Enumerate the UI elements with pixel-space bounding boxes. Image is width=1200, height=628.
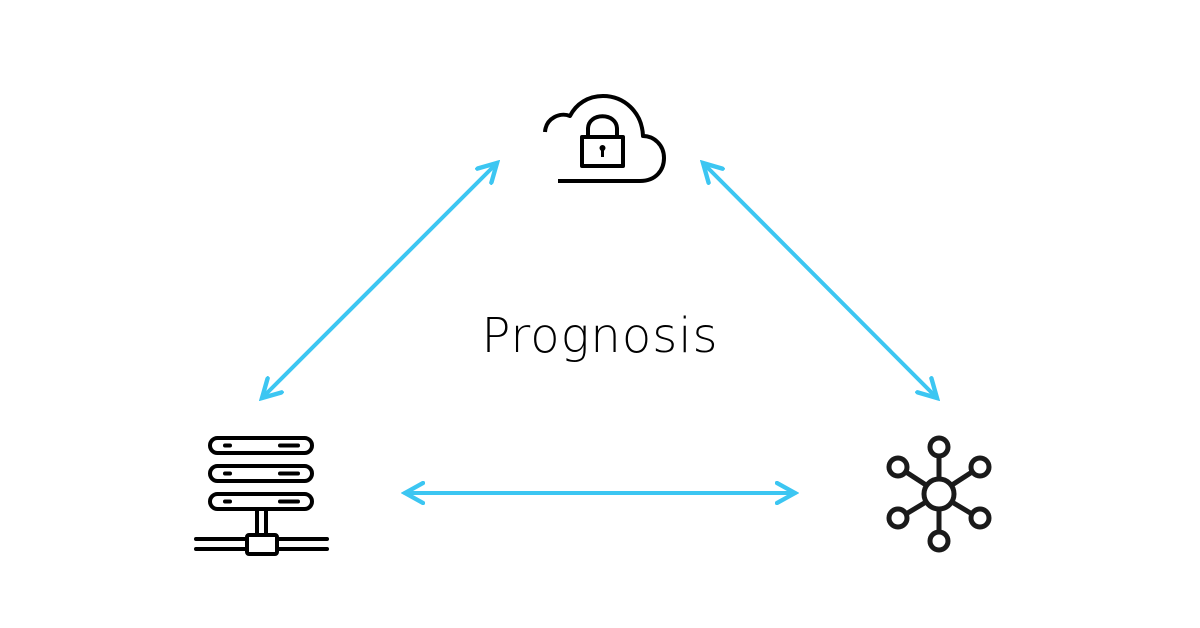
cloud-lock-icon: [543, 94, 666, 183]
server-network-icon: [194, 436, 329, 556]
center-label: Prognosis: [481, 308, 719, 364]
edge-cloud-hub: [703, 163, 937, 398]
network-hub-icon: [886, 435, 992, 553]
edge-server-cloud: [262, 163, 497, 398]
